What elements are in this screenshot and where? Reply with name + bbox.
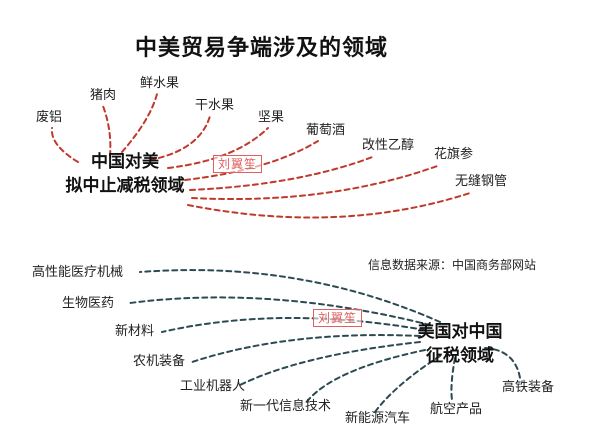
source-note: 信息数据来源：中国商务部网站	[368, 258, 537, 272]
us-item-2: 新材料	[115, 324, 155, 339]
china-item-3: 干水果	[195, 98, 235, 113]
china-item-2: 鲜水果	[140, 76, 180, 91]
china-item-0: 废铝	[36, 110, 63, 125]
china-item-1: 猪肉	[90, 88, 117, 103]
us-hub-line1: 美国对中国	[417, 322, 503, 342]
diagram-title: 中美贸易争端涉及的领域	[135, 36, 389, 61]
us-link-1	[129, 296, 431, 326]
china-link-8	[187, 192, 471, 219]
china-hub-line2: 拟中止减税领域	[65, 176, 185, 196]
china-hub: 中国对美 拟中止减税领域	[40, 150, 210, 198]
us-link-8	[484, 347, 521, 379]
china-link-6	[189, 155, 376, 191]
china-item-5: 葡萄酒	[306, 123, 346, 138]
us-item-7: 航空产品	[430, 402, 483, 417]
us-item-8: 高铁装备	[502, 380, 555, 395]
us-link-6	[374, 355, 441, 413]
us-item-1: 生物医药	[62, 296, 115, 311]
us-link-2	[161, 316, 426, 333]
us-item-3: 农机装备	[133, 354, 186, 369]
us-link-4	[237, 341, 421, 387]
china-link-7	[191, 164, 441, 201]
china-hub-line1: 中国对美	[91, 152, 159, 172]
china-item-6: 改性乙醇	[362, 138, 415, 153]
us-item-5: 新一代信息技术	[240, 399, 332, 414]
us-hub-line2: 征税领域	[426, 346, 494, 366]
china-link-0	[50, 127, 79, 163]
us-link-7	[450, 357, 456, 401]
watermark-stamp-1: 刘翼笙	[213, 155, 263, 173]
china-item-7: 花旗参	[434, 147, 474, 162]
china-item-8: 无缝钢管	[455, 174, 508, 189]
us-link-0	[139, 269, 441, 323]
china-link-4	[167, 127, 269, 169]
china-link-3	[149, 115, 211, 161]
china-link-2	[121, 93, 158, 153]
watermark-stamp-2: 刘翼笙	[313, 309, 363, 327]
us-link-5	[304, 349, 426, 405]
us-hub: 美国对中国 征税领域	[405, 320, 515, 368]
china-item-4: 坚果	[258, 110, 285, 125]
us-item-6: 新能源汽车	[345, 411, 411, 426]
us-link-3	[191, 334, 421, 363]
us-item-0: 高性能医疗机械	[32, 265, 124, 280]
china-link-1	[102, 105, 112, 157]
us-item-4: 工业机器人	[180, 379, 246, 394]
